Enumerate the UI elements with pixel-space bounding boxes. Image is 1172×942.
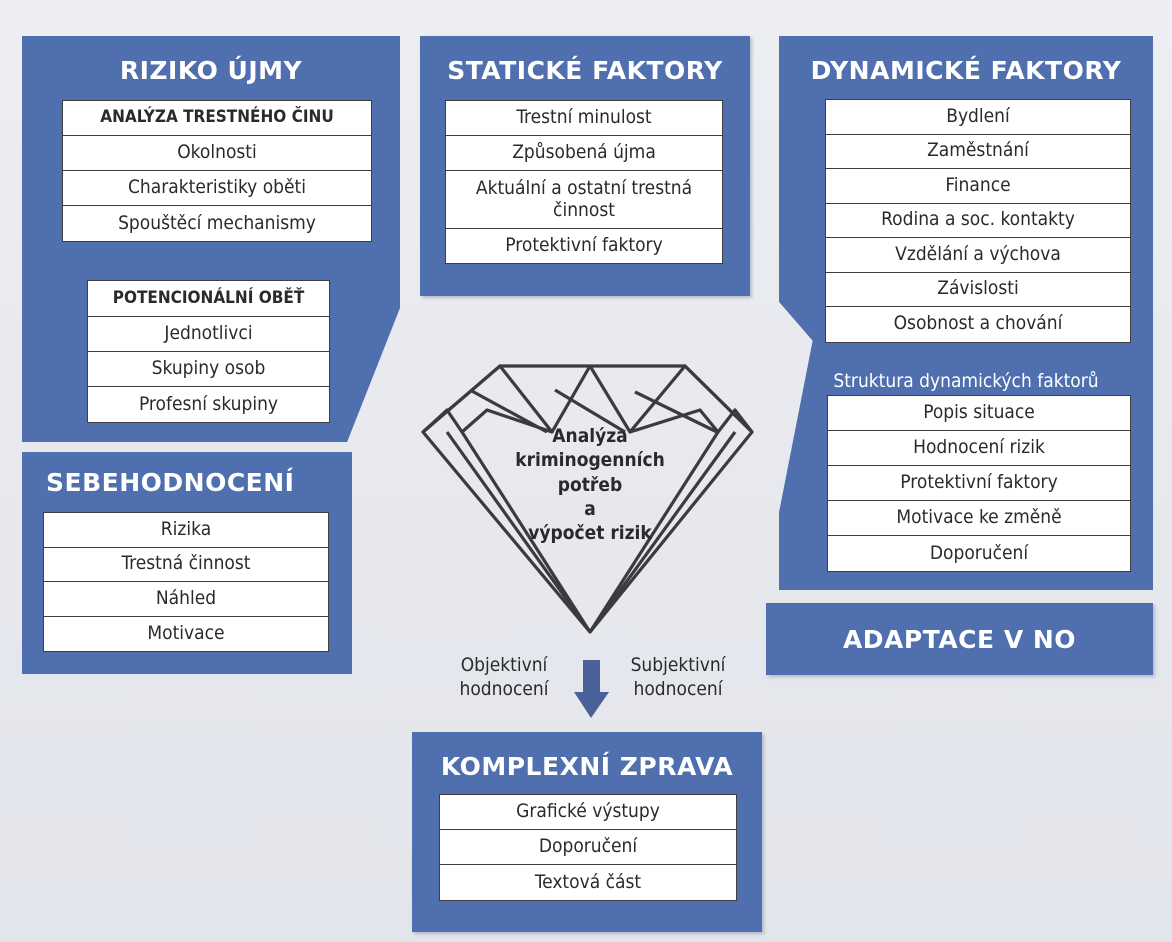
zprava-list: Grafické výstupy Doporučení Textová část: [439, 794, 737, 901]
list-item: Charakteristiky oběti: [63, 171, 371, 206]
dynamicke-faktory-panel: DYNAMICKÉ FAKTORY Bydlení Zaměstnání Fin…: [779, 36, 1153, 590]
analyza-list: ANALÝZA TRESTNÉHO ČINU Okolnosti Charakt…: [62, 100, 372, 242]
diamond-text-line: a: [584, 497, 596, 520]
list-item: Grafické výstupy: [440, 795, 736, 830]
list-item: Zaměstnání: [826, 135, 1130, 169]
list-item: Doporučení: [929, 541, 1029, 564]
list-item: Náhled: [44, 582, 328, 617]
sebehodnoceni-panel: SEBEHODNOCENÍ Rizika Trestná činnost Náh…: [22, 452, 352, 674]
list-item: Rodina a soc. kontakty: [826, 204, 1130, 238]
list-item: Jednotlivci: [88, 317, 329, 352]
struktura-list: Popis situace Hodnocení rizik Protektivn…: [827, 395, 1131, 572]
list-item: Motivace ke změně: [828, 501, 1130, 536]
dynamicke-faktory-title: DYNAMICKÉ FAKTORY: [810, 56, 1122, 85]
diamond-text-line: výpočet rizik: [528, 522, 652, 545]
diamond-text-line: kriminogenních: [515, 449, 665, 472]
obet-list: POTENCIONÁLNÍ OBĚŤ Jednotlivci Skupiny o…: [87, 280, 330, 423]
label-line: Subjektivní: [630, 654, 726, 676]
staticke-faktory-panel: STATICKÉ FAKTORY Trestní minulost Způsob…: [420, 36, 750, 296]
diamond-text-line: Analýza: [552, 425, 628, 447]
list-item: Skupiny osob: [88, 352, 329, 387]
label-line: hodnocení: [459, 677, 549, 700]
list-item: Finance: [826, 169, 1130, 204]
list-item: Doporučení: [440, 830, 736, 865]
list-item: Trestná činnost: [44, 548, 328, 582]
list-item: Popis situace: [828, 396, 1130, 431]
diamond-text: Analýza kriminogenních potřeb a výpočet …: [500, 424, 680, 546]
diamond-text-line: potřeb: [557, 473, 623, 496]
label-line: Objektivní: [460, 654, 548, 676]
obet-header: POTENCIONÁLNÍ OBĚŤ: [88, 281, 329, 317]
struktura-title: Struktura dynamických faktorů: [833, 370, 1099, 392]
list-item: Spouštěcí mechanismy: [118, 211, 316, 234]
list-item: Vzdělání a výchova: [826, 238, 1130, 273]
list-item: Aktuální a ostatní trestná činnost: [446, 171, 722, 229]
riziko-ujmy-title: RIZIKO ÚJMY: [119, 56, 303, 85]
list-item: Trestní minulost: [446, 101, 722, 136]
list-item: Okolnosti: [63, 136, 371, 171]
riziko-ujmy-panel: RIZIKO ÚJMY ANALÝZA TRESTNÉHO ČINU Okoln…: [22, 36, 400, 442]
list-item: Způsobená újma: [446, 136, 722, 171]
komplexni-zprava-panel: KOMPLEXNÍ ZPRAVA Grafické výstupy Doporu…: [412, 732, 762, 932]
staticke-list: Trestní minulost Způsobená újma Aktuální…: [445, 100, 723, 264]
list-item: Osobnost a chování: [893, 312, 1063, 335]
dynamicke-list: Bydlení Zaměstnání Finance Rodina a soc.…: [825, 99, 1131, 343]
subjektivni-hodnoceni: Subjektivní hodnocení: [612, 654, 744, 702]
list-item: Protektivní faktory: [505, 234, 663, 257]
list-item: Závislosti: [826, 273, 1130, 307]
list-item: Rizika: [44, 513, 328, 548]
list-item: Hodnocení rizik: [828, 431, 1130, 466]
list-item: Profesní skupiny: [138, 392, 279, 415]
sebehodnoceni-list: Rizika Trestná činnost Náhled Motivace: [43, 512, 329, 652]
adaptace-title: ADAPTACE V NO: [842, 625, 1077, 654]
staticke-faktory-title: STATICKÉ FAKTORY: [447, 56, 723, 85]
label-line: hodnocení: [633, 677, 723, 700]
list-item: Motivace: [147, 621, 225, 644]
komplexni-zprava-title: KOMPLEXNÍ ZPRAVA: [440, 752, 734, 781]
analyza-header: ANALÝZA TRESTNÉHO ČINU: [63, 101, 371, 136]
adaptace-panel: ADAPTACE V NO: [766, 603, 1153, 675]
sebehodnoceni-title: SEBEHODNOCENÍ: [46, 468, 295, 497]
list-item: Textová část: [534, 870, 642, 893]
list-item: Protektivní faktory: [828, 466, 1130, 501]
list-item: Bydlení: [826, 100, 1130, 135]
objektivni-hodnoceni: Objektivní hodnocení: [438, 654, 570, 702]
